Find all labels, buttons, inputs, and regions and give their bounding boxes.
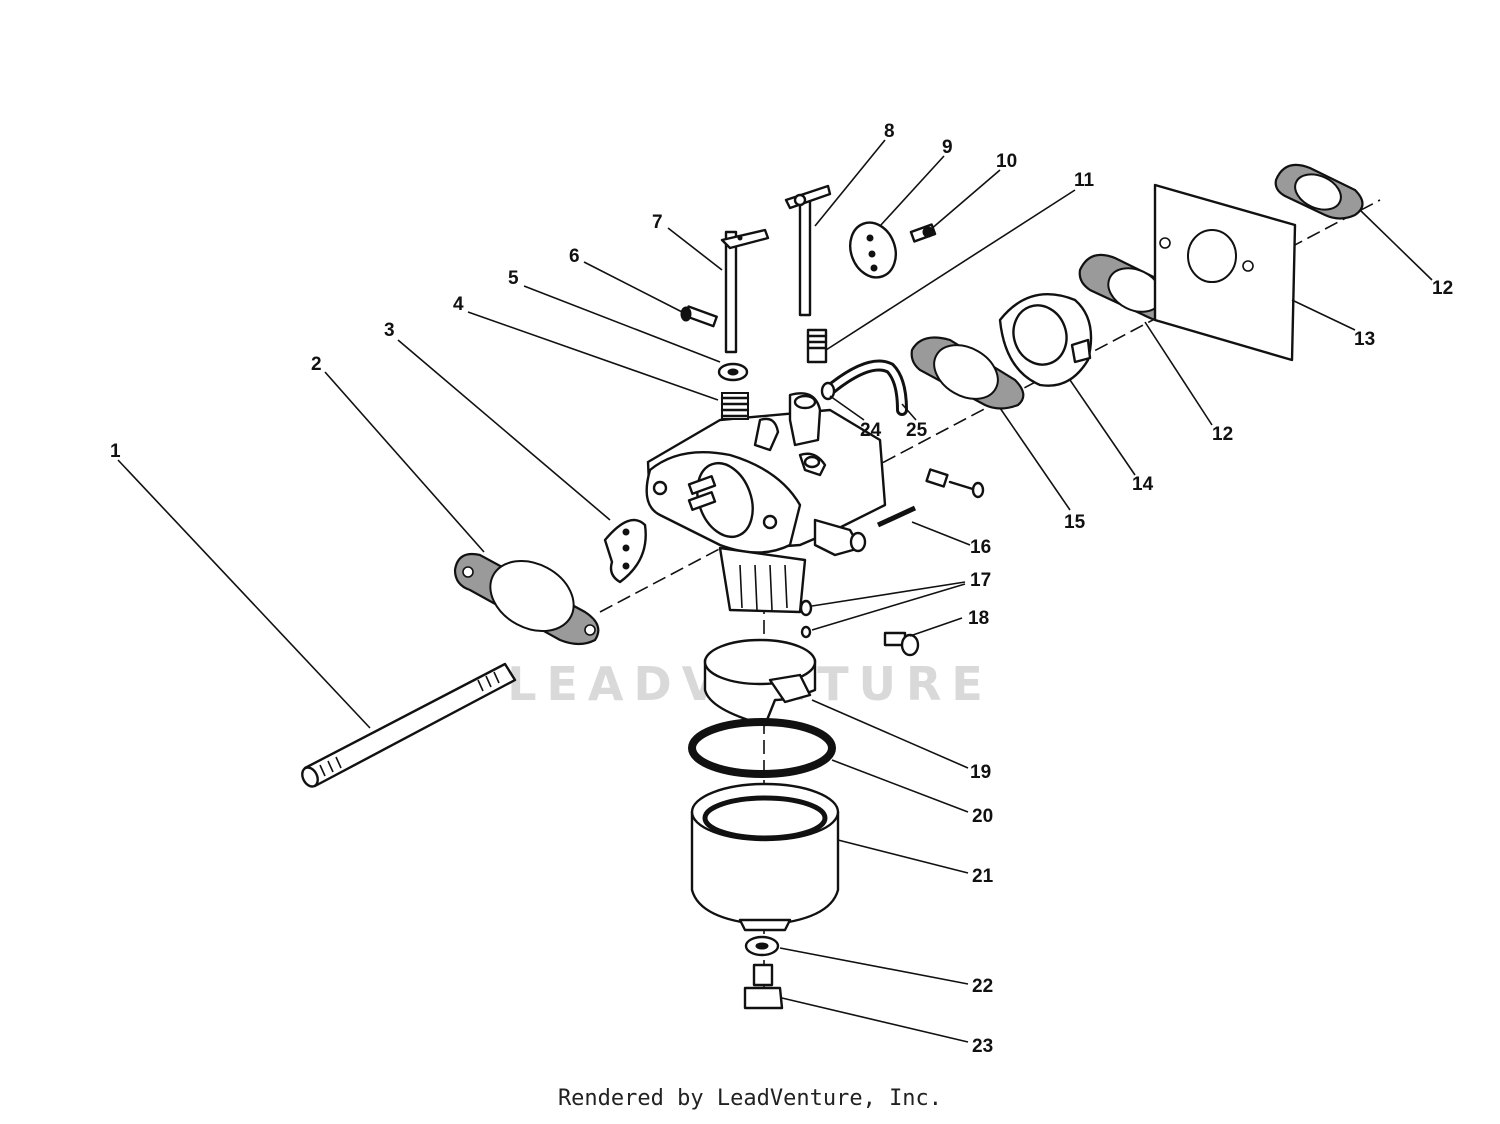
callout-2: 2 (311, 354, 322, 375)
part-screw-18 (883, 631, 920, 657)
part-bowl-nut (743, 963, 784, 1010)
leader-lines (117, 139, 1433, 1043)
part-fuel-hose (820, 359, 908, 416)
callout-23: 23 (972, 1036, 993, 1057)
part-gasket-12-top (1274, 163, 1364, 220)
callout-7: 7 (652, 212, 663, 233)
callout-4: 4 (453, 294, 464, 315)
part-plate (1153, 183, 1297, 362)
callout-17: 17 (970, 570, 991, 591)
footer-credit: Rendered by LeadVenture, Inc. (557, 1086, 943, 1111)
callout-8: 8 (884, 121, 895, 142)
callout-10: 10 (996, 151, 1017, 172)
callout-16: 16 (970, 537, 991, 558)
callout-15: 15 (1064, 512, 1086, 533)
callout-5: 5 (508, 268, 519, 289)
callout-6: 6 (569, 246, 580, 267)
part-float (703, 638, 817, 727)
callout-11: 11 (1074, 170, 1095, 191)
callout-21: 21 (972, 866, 994, 887)
part-o-rings (799, 599, 813, 639)
part-throttle-plate (603, 518, 647, 584)
part-spacer (998, 293, 1093, 387)
callout-22: 22 (972, 976, 993, 997)
part-float-bowl (690, 782, 840, 932)
callout-20: 20 (972, 806, 993, 827)
part-fitting (806, 328, 828, 364)
part-spring (720, 392, 750, 420)
part-choke-plate (849, 221, 897, 279)
part-throttle-shaft (720, 228, 770, 354)
callout-labels: 1 2 3 4 5 6 7 8 9 10 11 12 13 12 14 12 1… (110, 121, 1453, 1057)
callout-3: 3 (384, 320, 395, 341)
part-pin (876, 505, 917, 528)
part-gasket-left (453, 552, 600, 646)
callout-14: 14 (1132, 474, 1154, 495)
part-washer (744, 935, 780, 957)
callout-1: 1 (110, 441, 121, 462)
part-stud (301, 662, 517, 788)
part-carburetor-body (645, 392, 887, 614)
part-screw-10 (909, 223, 937, 243)
part-choke-shaft (784, 184, 832, 317)
callout-19: 19 (970, 762, 991, 783)
part-seal (717, 362, 749, 382)
callout-9: 9 (942, 137, 953, 158)
callout-25: 25 (906, 420, 928, 441)
callout-18: 18 (968, 608, 989, 629)
callout-13: 13 (1354, 329, 1375, 350)
callout-12-top: 12 (1432, 278, 1453, 299)
part-idle-screw (925, 468, 985, 499)
part-gasket-15 (910, 336, 1025, 410)
part-bowl-gasket (688, 718, 836, 778)
part-screw-6 (680, 305, 718, 328)
callout-12-mid: 12 (1212, 424, 1233, 445)
callout-24: 24 (860, 420, 882, 441)
